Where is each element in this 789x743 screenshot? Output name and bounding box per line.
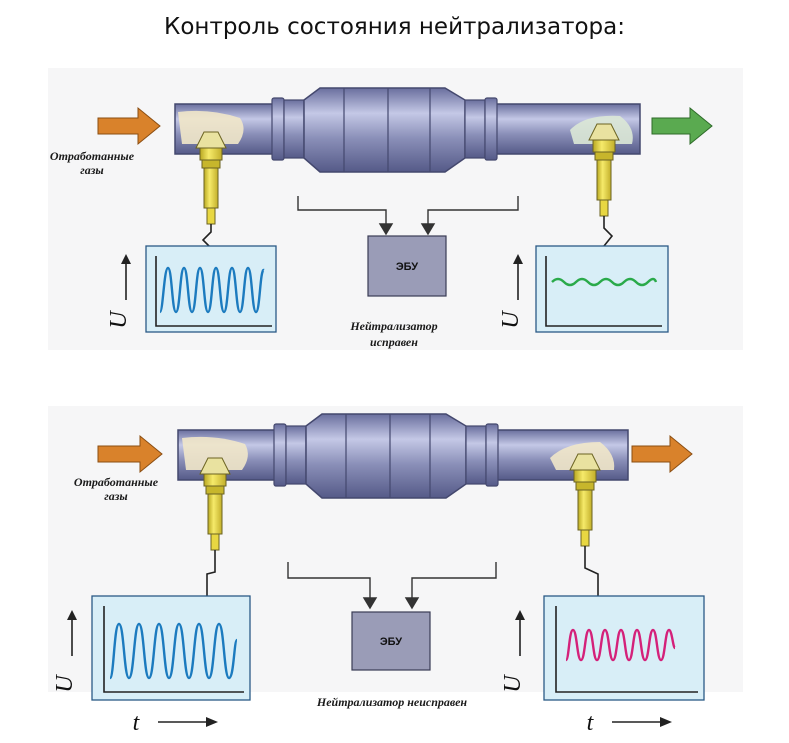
bottom-right-y-axis: U (500, 610, 526, 693)
top-right-y-axis: U (498, 254, 524, 329)
top-gas-outlet-arrow (651, 106, 713, 146)
top-exhaust-label-line1: Отработанные (50, 149, 135, 163)
top-gas-inlet-arrow (97, 106, 161, 146)
bottom-status-label: Нейтрализатор неисправен (316, 695, 468, 709)
bottom-rear-signal-wave (564, 628, 677, 662)
bottom-left-y-axis-symbol: U (52, 674, 78, 693)
top-ecu-box (367, 235, 447, 297)
bottom-ecu-label: ЭБУ (380, 636, 402, 648)
top-left-y-axis-symbol: U (106, 310, 132, 329)
bottom-rear-oxygen-sensor (569, 453, 601, 596)
top-rear-signal-wave (551, 277, 658, 287)
top-ecu-label: ЭБУ (396, 261, 418, 273)
bottom-left-x-axis-symbol: t (133, 710, 141, 736)
bottom-ecu-box (351, 611, 431, 671)
top-status-line1: Нейтрализатор (349, 319, 437, 333)
top-status-line2: исправен (370, 335, 418, 349)
bottom-front-monitor (91, 595, 251, 701)
top-front-monitor (145, 245, 277, 333)
top-rear-monitor (535, 245, 669, 333)
top-exhaust-label-line2: газы (80, 163, 103, 177)
top-exhaust-pipe (174, 87, 641, 173)
top-front-oxygen-sensor (195, 131, 227, 249)
bottom-gas-inlet-arrow (97, 434, 163, 474)
top-front-signal-wave (158, 266, 266, 314)
top-ecu-wiring (297, 196, 519, 236)
bottom-right-x-axis: t (587, 710, 672, 736)
bottom-rear-monitor (543, 595, 705, 701)
top-right-y-axis-symbol: U (498, 310, 524, 329)
bottom-ecu-wiring (287, 562, 497, 610)
top-rear-oxygen-sensor (588, 123, 620, 247)
bottom-left-x-axis: t (133, 710, 218, 736)
bottom-left-y-axis: U (52, 610, 78, 693)
bottom-exhaust-label-line2: газы (104, 489, 127, 503)
bottom-right-x-axis-symbol: t (587, 710, 595, 736)
top-diagram: Отработанные газы ЭБУ U (50, 87, 713, 349)
bottom-diagram: Отработанные газы ЭБУ U t (52, 413, 705, 736)
bottom-right-y-axis-symbol: U (500, 674, 526, 693)
bottom-gas-outlet-arrow (631, 434, 693, 474)
top-left-y-axis: U (106, 254, 132, 329)
bottom-front-signal-wave (108, 622, 239, 680)
bottom-exhaust-pipe (177, 413, 629, 499)
page-title: Контроль состояния нейтрализатора: (164, 14, 625, 40)
bottom-exhaust-label-line1: Отработанные (74, 475, 159, 489)
bottom-front-oxygen-sensor (199, 457, 231, 596)
